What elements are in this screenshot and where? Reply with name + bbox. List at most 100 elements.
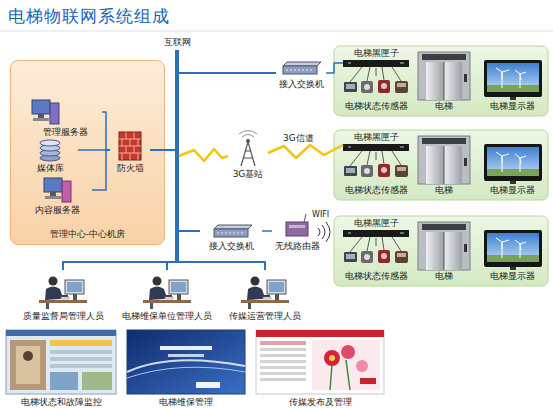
maintenance-screenshot — [127, 330, 245, 394]
elevator-panel — [334, 130, 548, 200]
node-label: 接入交换机 — [279, 79, 324, 90]
elevator-panel — [334, 216, 548, 286]
node-label: 传媒运营管理人员 — [229, 311, 301, 322]
node-label: 电梯维保管理 — [159, 397, 213, 408]
maintenance-screenshot — [196, 382, 220, 388]
node-label: 电梯 — [435, 101, 453, 112]
base-station-node: 3G基站 — [228, 138, 268, 180]
node-label: 互联网 — [164, 37, 191, 48]
switch-icon — [214, 229, 248, 237]
icon-layer — [241, 277, 289, 310]
server-icon — [50, 192, 56, 196]
media-screenshot — [260, 348, 306, 351]
media-library-icon — [40, 140, 60, 161]
node-label: 无线路由器 — [275, 241, 320, 252]
connector-line — [177, 262, 265, 270]
edge-label: 3G信道 — [283, 132, 314, 145]
node-label: 电梯 — [435, 185, 453, 196]
elevator-panel — [334, 46, 548, 286]
connector-line — [78, 149, 110, 151]
diagram-title: 电梯物联网系统组成 — [8, 5, 170, 28]
media-screenshot — [260, 341, 306, 345]
connector-line — [376, 68, 377, 76]
base-station-icon — [246, 139, 250, 143]
connector-line — [63, 262, 177, 270]
connector-line — [376, 152, 377, 160]
node-label: 管理中心-中心机房 — [50, 229, 125, 240]
icon-layer — [343, 52, 542, 100]
switch-icon — [283, 66, 317, 74]
monitor-screenshot — [50, 372, 78, 390]
maintenance-screenshot — [160, 346, 212, 350]
icon-layer — [343, 136, 542, 184]
monitor-screenshot — [6, 330, 116, 394]
connector-line — [150, 149, 175, 151]
node-label: 电梯显示器 — [490, 185, 535, 196]
maintenance-screenshot — [127, 360, 245, 372]
switch-icon — [283, 62, 321, 74]
monitor-screenshot — [6, 330, 116, 394]
server-icon — [45, 196, 61, 199]
node-label: 电梯显示器 — [490, 101, 535, 112]
connector-line — [268, 145, 343, 158]
media-screenshot — [329, 355, 335, 361]
server-icon — [32, 100, 50, 114]
node-label: 电梯状态和故障监控 — [21, 397, 102, 408]
router-icon — [304, 214, 306, 222]
firewall-icon — [119, 132, 141, 160]
node-label: 3G基站 — [233, 169, 264, 180]
base-station-icon — [241, 142, 255, 166]
title-rule — [0, 31, 553, 32]
monitor-screenshot — [50, 357, 112, 361]
server-icon — [38, 114, 44, 118]
node-label: 电梯黑匣子 — [354, 132, 399, 143]
switch-icon — [283, 62, 321, 66]
monitor-screenshot — [16, 346, 40, 384]
maintenance-screenshot — [168, 354, 204, 357]
firewall-icon — [119, 132, 141, 160]
media-screenshot — [341, 345, 355, 359]
node-label: 传媒发布及管理 — [289, 397, 352, 408]
switch-icon — [217, 233, 243, 234]
node-label: 电梯显示器 — [490, 271, 535, 282]
node-label: 电梯状态传感器 — [345, 271, 408, 282]
media-screenshot — [260, 354, 306, 357]
monitor-screenshot — [10, 340, 46, 390]
node-label: 电梯状态传感器 — [345, 185, 408, 196]
node-label: 管理服务器 — [43, 127, 88, 138]
switch-icon — [214, 225, 252, 229]
internet-bus: 互联网 — [175, 50, 179, 262]
icon-layer — [143, 277, 191, 310]
monitor-screenshot — [23, 351, 33, 361]
node-label: 电梯黑匣子 — [354, 48, 399, 59]
server-icon — [44, 178, 71, 202]
node-label: 质量监督局管理人员 — [23, 311, 104, 322]
media-screenshot — [360, 378, 376, 384]
monitor-screenshot — [6, 330, 116, 336]
media-screenshot — [324, 350, 340, 366]
node-label: 电梯状态传感器 — [345, 101, 408, 112]
connector-line — [179, 230, 200, 232]
router-icon — [286, 222, 308, 236]
node-label: 内容服务器 — [35, 205, 80, 216]
server-icon — [62, 181, 71, 202]
monitor-screenshot — [50, 364, 112, 368]
media-screenshot — [260, 360, 306, 363]
media-screenshot — [256, 330, 384, 394]
router-icon — [289, 225, 305, 228]
media-screenshot — [356, 360, 368, 372]
connector-line — [262, 230, 272, 232]
annotation-label: WIFI — [312, 210, 329, 219]
media-screenshot — [312, 340, 380, 390]
server-icon — [44, 178, 62, 192]
node-label: 电梯维保单位管理人员 — [122, 311, 212, 322]
maintenance-screenshot — [127, 367, 245, 378]
server-icon — [32, 100, 59, 124]
wifi-waves — [318, 222, 330, 242]
connector-line — [102, 112, 110, 150]
node-label: 防火墙 — [117, 163, 144, 174]
